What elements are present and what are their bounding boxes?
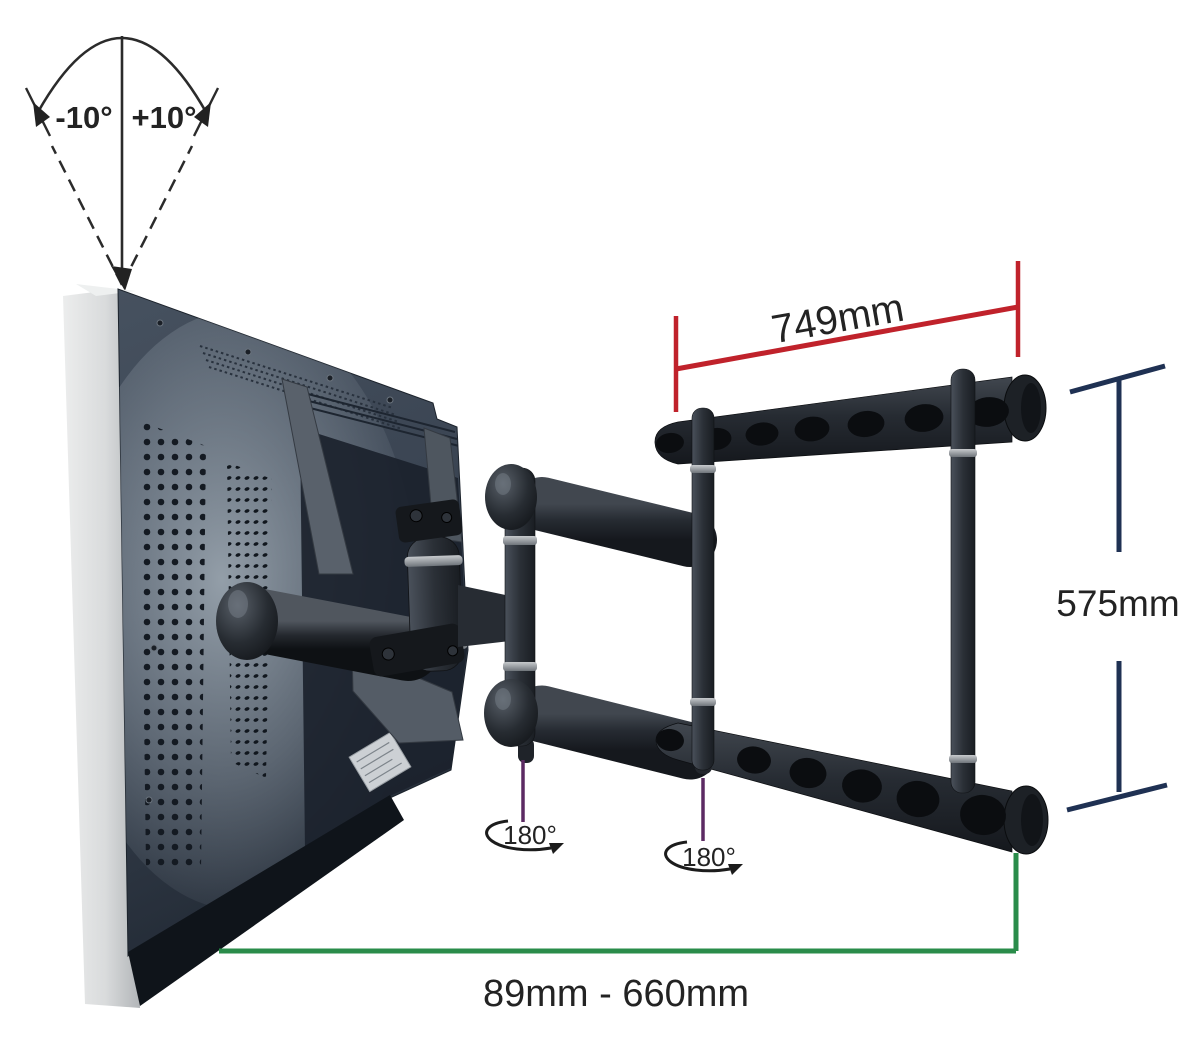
tv-bottom-edge	[128, 795, 404, 1006]
swivel-indicator-front: 180°	[485, 760, 564, 854]
tilt-arrowhead-left-icon	[33, 102, 50, 127]
arm-mid-post-ring-bottom	[503, 662, 537, 671]
left-post-ring-bottom	[690, 698, 716, 706]
wall-plate-left-post	[691, 407, 715, 771]
swivel-label-right: 180°	[682, 842, 736, 872]
arm-tube-top	[515, 477, 717, 567]
wall-plate-right-post	[950, 368, 976, 794]
extension-dimension: 89mm - 660mm	[219, 853, 1019, 1015]
wall-plate-top-endcap-face	[1021, 383, 1041, 433]
bracket-clamp-bottom	[369, 623, 465, 677]
height-tick-bottom	[1066, 782, 1168, 813]
left-post-ring-top	[690, 465, 716, 473]
wall-plate-top-bar	[654, 376, 1013, 465]
swivel-front-arc	[485, 819, 552, 852]
swivel-indicator-rear: 180°	[664, 778, 743, 875]
tilt-dashed-right	[120, 145, 194, 286]
swivel-front-arrowhead-icon	[549, 843, 564, 854]
articulating-arm	[484, 464, 719, 780]
tv-top-wedge	[76, 284, 136, 296]
bracket-cylinder-cap	[216, 582, 278, 660]
arm-ball-top-highlight	[495, 473, 511, 495]
tilt-arrowhead-right-icon	[194, 102, 211, 127]
bracket-cap-highlight	[228, 590, 248, 618]
extension-range-label: 89mm - 660mm	[483, 973, 749, 1015]
swivel-rear-arc	[664, 840, 731, 873]
tv-label-sticker	[348, 731, 412, 793]
wall-plate-top-holes	[656, 397, 1009, 454]
arm-ball-bottom	[484, 679, 538, 747]
right-post-ring-top	[949, 449, 977, 457]
tilt-vertex-arrow-icon	[111, 266, 132, 291]
right-post-ring-bottom	[949, 755, 977, 763]
tilt-positive-label: +10°	[132, 100, 197, 135]
width-dim-line	[675, 304, 1019, 372]
arm-mid-post-ring-top	[503, 536, 537, 545]
height-dimension-label: 575mm	[1056, 583, 1179, 624]
wall-plate-bottom-endcap-face	[1021, 794, 1043, 846]
arm-ball-bottom-highlight	[495, 688, 511, 710]
arm-ball-top	[485, 464, 537, 530]
width-dimension-label: 749mm	[768, 286, 907, 352]
swivel-label-left: 180°	[503, 820, 557, 850]
tv-bracket	[216, 378, 510, 744]
tilt-dashed-left	[50, 145, 124, 286]
tilt-negative-label: -10°	[55, 100, 112, 135]
swivel-rear-arrowhead-icon	[728, 864, 743, 875]
bracket-clamp-top	[395, 499, 463, 543]
tv-vent-dots	[140, 421, 206, 872]
wall-plate-bottom-holes	[656, 728, 1006, 836]
bracket-junction-tube	[458, 585, 510, 647]
tilt-range-indicator: -10° +10°	[24, 36, 220, 291]
bracket-wing-upper	[281, 378, 354, 575]
height-dimension: 575mm	[1056, 363, 1180, 813]
wall-plate	[654, 368, 1049, 855]
